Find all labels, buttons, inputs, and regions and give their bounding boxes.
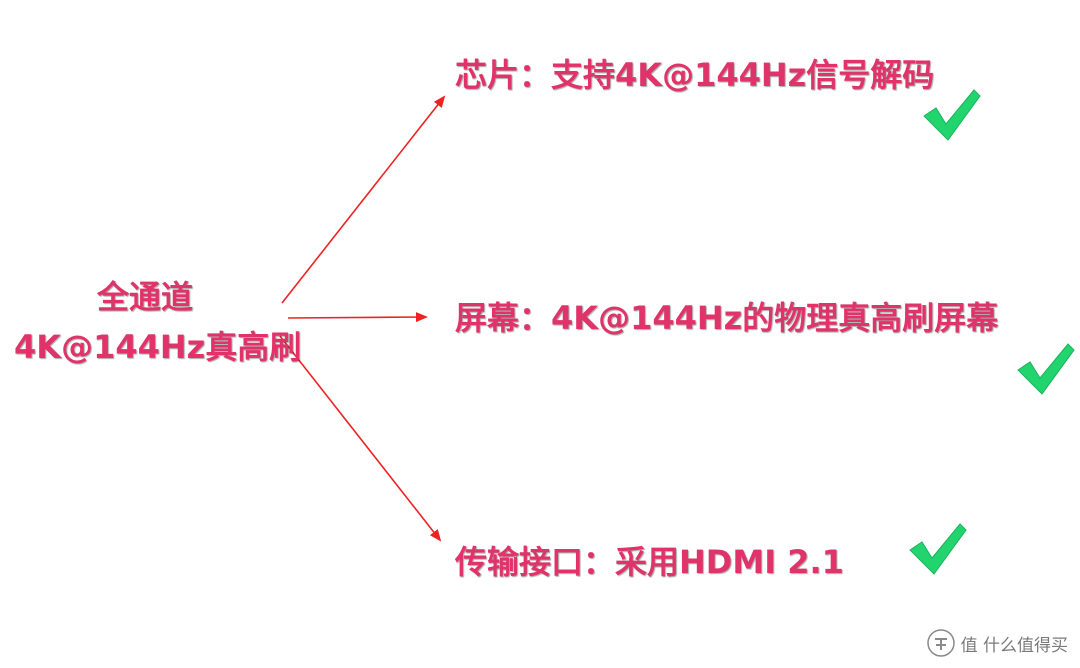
arrow-to-chip	[281, 95, 446, 304]
source-subtitle: 4K@144Hz真高刷	[14, 328, 302, 366]
check-icon	[909, 523, 967, 575]
smzdm-logo-icon	[926, 629, 955, 657]
watermark: 值 什么值得买	[926, 628, 1068, 658]
target-interface: 传输接口：采用HDMI 2.1	[455, 543, 844, 581]
arrow-to-interface	[279, 335, 442, 542]
source-title: 全通道	[96, 278, 193, 316]
source-node: 全通道 4K@144Hz真高刷	[14, 272, 302, 372]
check-icon	[1017, 343, 1075, 395]
watermark-text: 值 什么值得买	[960, 635, 1068, 656]
check-icon	[923, 89, 981, 141]
target-chip: 芯片：支持4K@144Hz信号解码	[455, 56, 935, 94]
arrow-to-screen	[287, 312, 428, 323]
target-screen: 屏幕：4K@144Hz的物理真高刷屏幕	[455, 299, 999, 337]
